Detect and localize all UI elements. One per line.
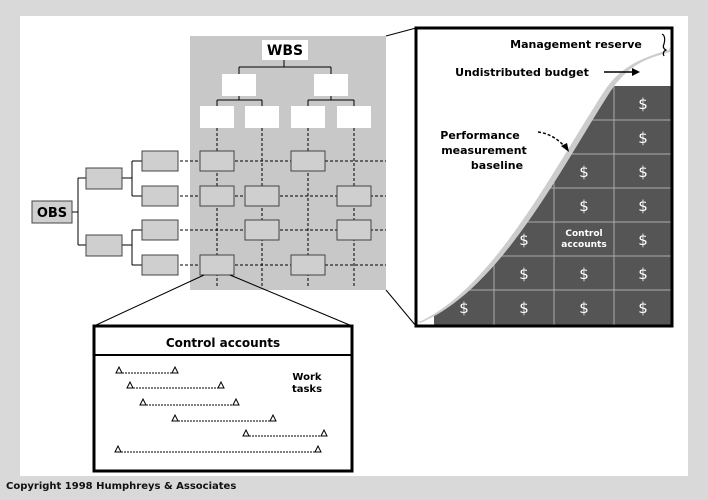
milestone-triangle-icon: [171, 365, 179, 374]
dollar-sign: $: [459, 299, 469, 317]
milestone-triangle-icon: [269, 413, 277, 422]
dollar-sign: $: [638, 265, 648, 283]
dollar-sign: $: [579, 265, 589, 283]
wbs-node: [337, 106, 371, 128]
obs-node: [141, 150, 179, 172]
wbs-tree-lines: [216, 60, 355, 106]
dollar-sign: $: [579, 299, 589, 317]
dollar-sign: $: [638, 197, 648, 215]
obs-node: [141, 254, 179, 276]
management-reserve-brace: [661, 33, 668, 57]
wbs-node: [291, 106, 325, 128]
obs-tree-lines: [72, 160, 142, 266]
curve-mask: [419, 31, 669, 322]
wbs-label-box: [262, 40, 308, 60]
budget-panel: [414, 26, 674, 328]
matrix-account-box: [290, 254, 326, 276]
milestone-triangle-icon: [217, 380, 225, 389]
milestone-triangle-icon: [232, 397, 240, 406]
wbs-node: [314, 74, 348, 96]
dollar-sign: $: [638, 95, 648, 113]
dollar-sign: $: [519, 299, 529, 317]
milestone-triangle-icon: [314, 444, 322, 453]
dollar-sign: $: [519, 231, 529, 249]
matrix-account-box: [336, 219, 372, 241]
obs-node: [85, 234, 123, 257]
matrix-account-box: [199, 254, 235, 276]
dollar-sign: $: [519, 265, 529, 283]
control-accounts-frame: [92, 324, 354, 473]
control-accounts-title: Control accounts: [166, 336, 280, 350]
dollar-sign: $: [638, 163, 648, 181]
obs-node: [141, 185, 179, 207]
dollar-sign: $: [638, 299, 648, 317]
pmb-label-line1: Performance: [440, 129, 519, 142]
copyright-text: Copyright 1998 Humphreys & Associates: [6, 481, 237, 492]
wbs-label: WBS: [267, 43, 303, 59]
wbs-node: [245, 106, 279, 128]
matrix-accounts: [199, 150, 372, 276]
milestone-triangle-icon: [126, 380, 134, 389]
wbs-node: [200, 106, 234, 128]
matrix-account-box: [199, 185, 235, 207]
obs-node: [85, 167, 123, 190]
matrix-account-box: [336, 185, 372, 207]
work-task-bars: [114, 365, 328, 453]
work-tasks-label: tasks: [292, 384, 322, 395]
pmb-label-line3: baseline: [471, 159, 523, 172]
obs-box: [31, 200, 73, 224]
dollar-sign: $: [579, 163, 589, 181]
control-accounts-cell-label: Control: [565, 229, 602, 239]
milestone-triangle-icon: [242, 428, 250, 437]
management-reserve-label: Management reserve: [510, 38, 642, 51]
milestone-triangle-icon: [114, 444, 122, 453]
dollar-sign: $: [579, 197, 589, 215]
pmb-label-line2: measurement: [441, 144, 527, 157]
undistributed-budget-label: Undistributed budget: [455, 66, 589, 79]
zoom-lines: [93, 27, 417, 327]
matrix-account-box: [199, 150, 235, 172]
milestone-triangle-icon: [139, 397, 147, 406]
control-accounts-cell-label: accounts: [561, 240, 606, 250]
dollar-sign: $: [638, 231, 648, 249]
budget-panel-border: [414, 26, 674, 328]
arrow-head-icon: [632, 68, 640, 76]
wbs-node: [222, 74, 256, 96]
milestone-triangle-icon: [320, 428, 328, 437]
milestone-triangle-icon: [171, 413, 179, 422]
arrow-head-icon: [561, 143, 569, 152]
obs-label: OBS: [37, 206, 67, 221]
control-accounts-panel: [92, 324, 354, 473]
dollar-cells: $ $ $ $ $ $ $ $ $ $ $ $ $ $ $: [459, 95, 648, 317]
milestone-triangle-icon: [115, 365, 123, 374]
obs-node: [141, 219, 179, 241]
matrix-account-box: [290, 150, 326, 172]
obs-nodes: [85, 150, 179, 276]
work-tasks-label: Work: [292, 372, 321, 383]
matrix-account-box: [244, 219, 280, 241]
matrix-account-box: [244, 185, 280, 207]
dollar-sign: $: [638, 129, 648, 147]
